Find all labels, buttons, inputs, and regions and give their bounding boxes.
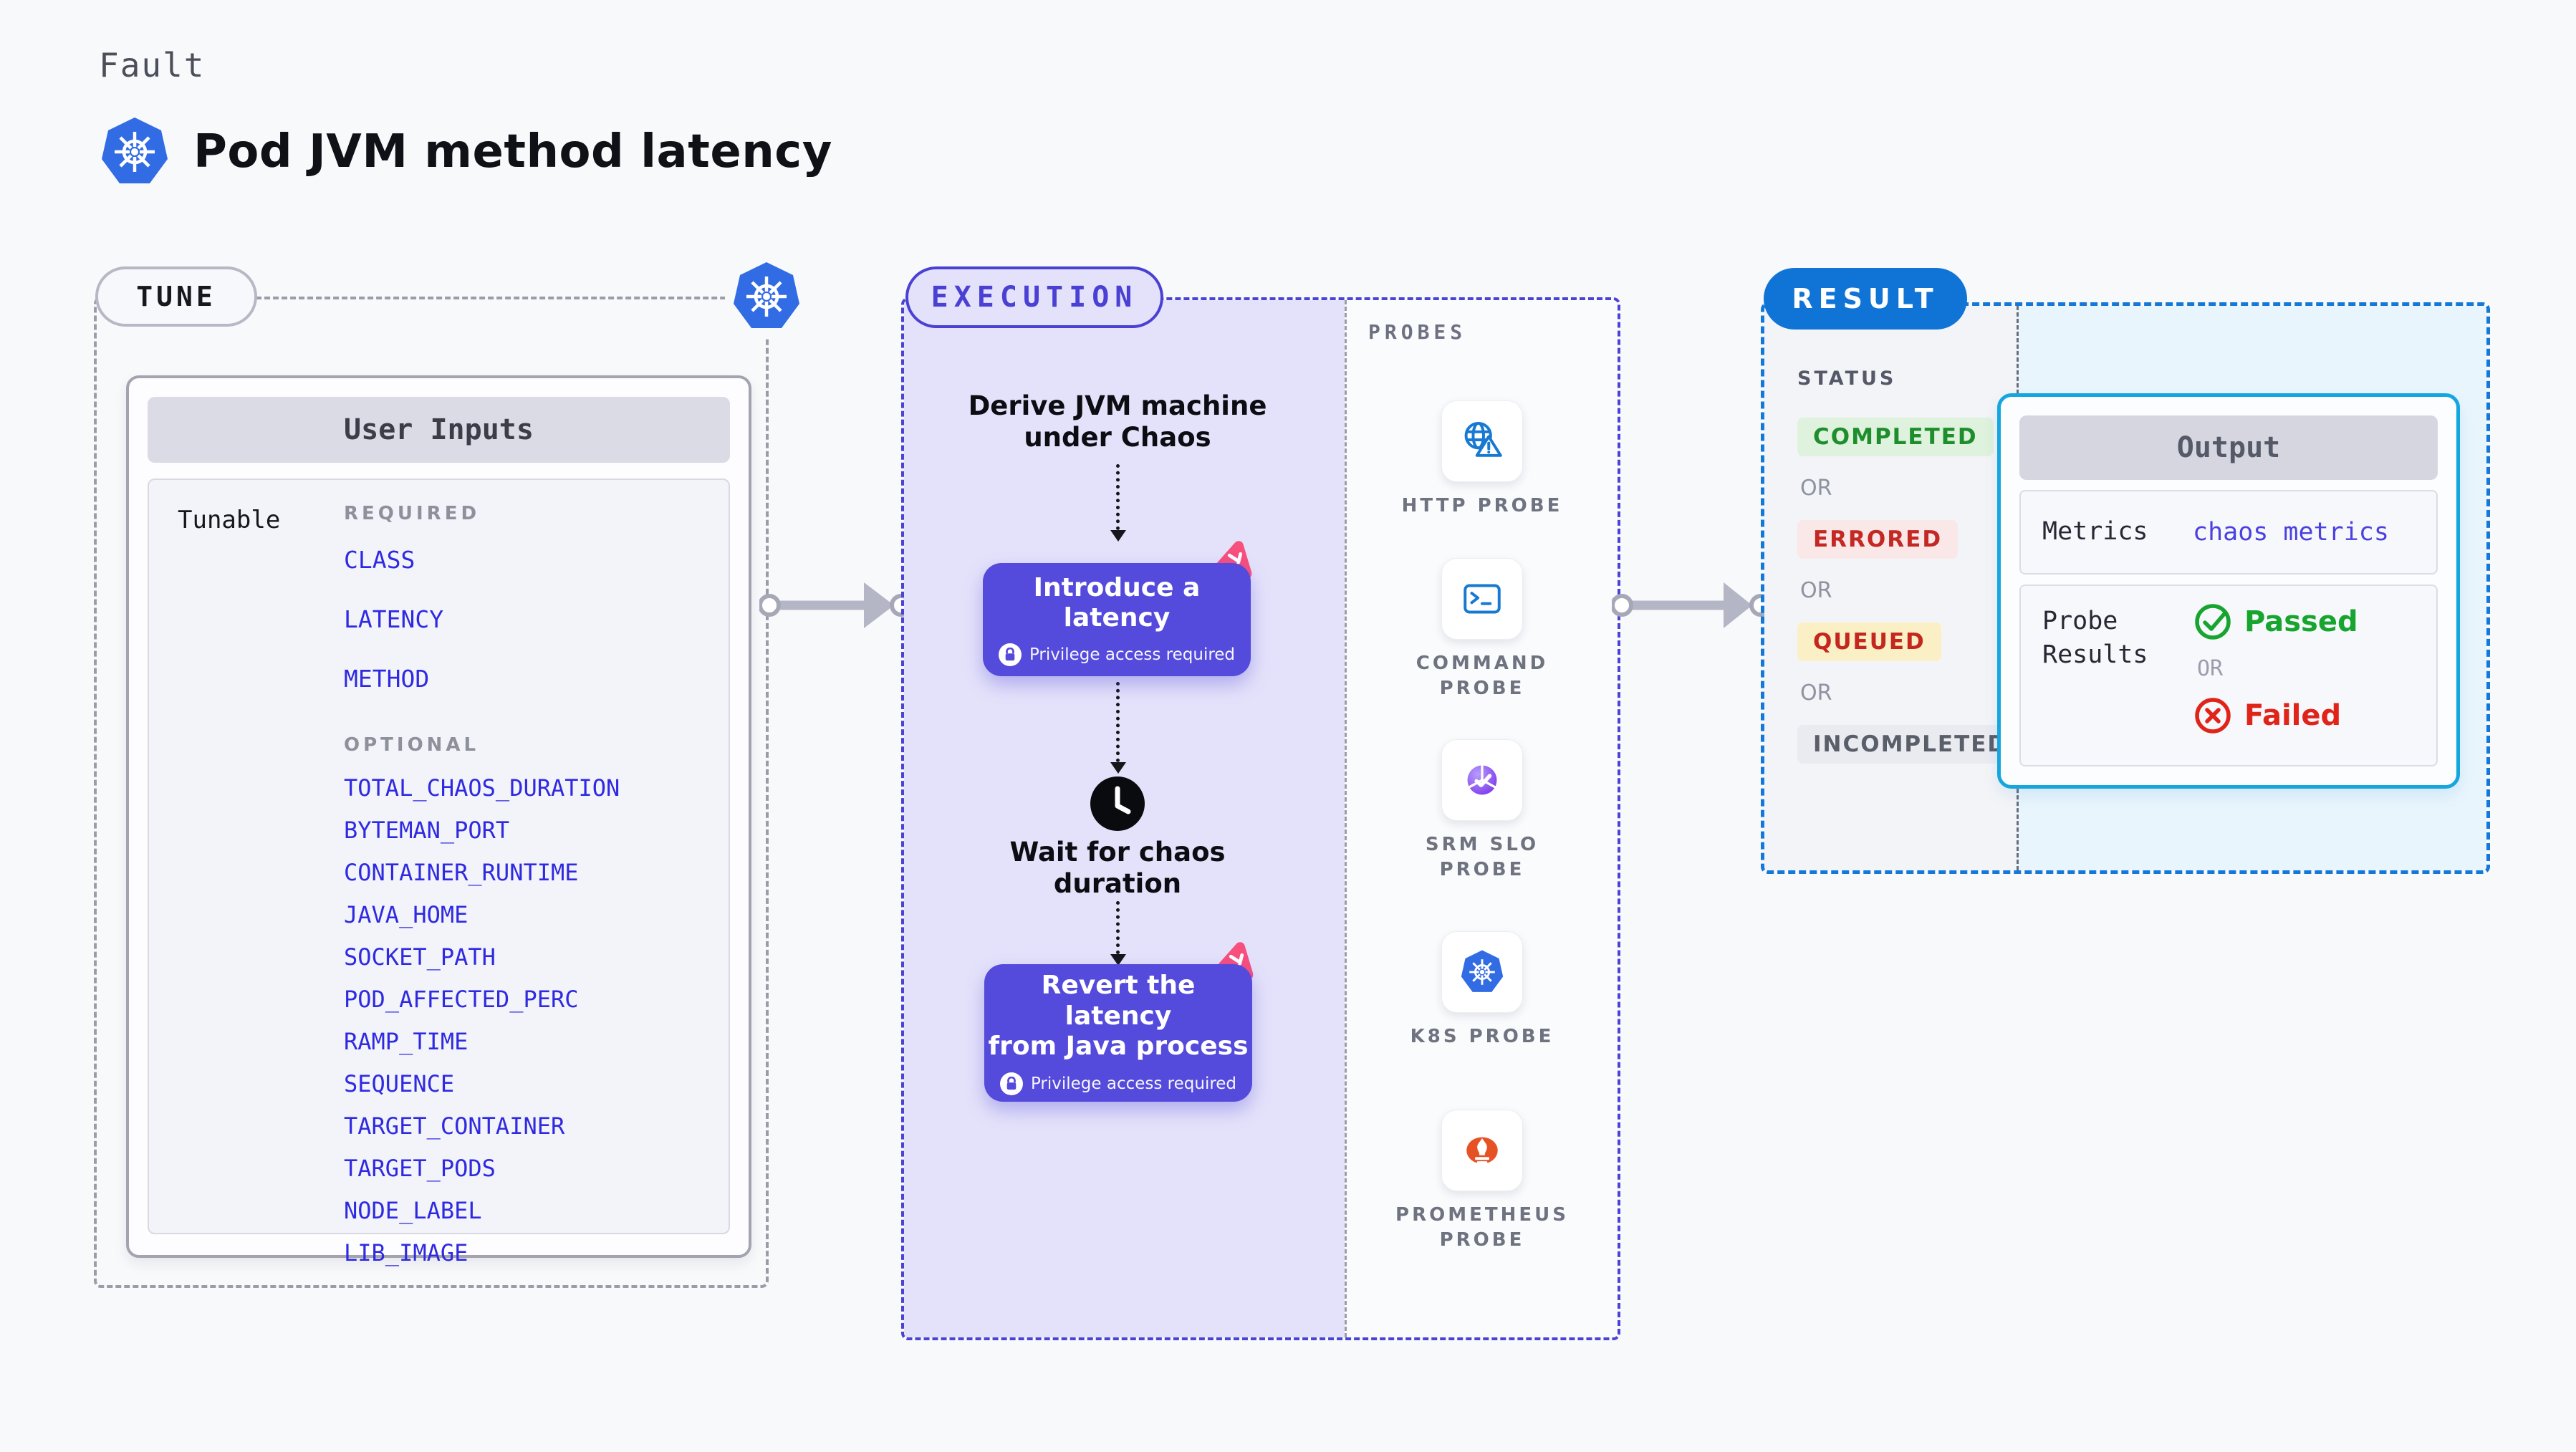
privilege-note: Privilege access required xyxy=(1030,1074,1237,1093)
passed-row: Passed xyxy=(2193,602,2358,642)
probe-label: HTTP PROBE xyxy=(1401,495,1563,516)
optional-group-label: OPTIONAL xyxy=(344,734,480,756)
status-label: STATUS xyxy=(1797,367,1897,390)
probes-label: PROBES xyxy=(1368,320,1467,344)
status-badge-queued: QUEUED xyxy=(1797,622,1941,661)
failed-label: Failed xyxy=(2244,699,2342,732)
clock-icon xyxy=(1090,776,1145,832)
probe-tile xyxy=(1441,931,1523,1013)
passed-label: Passed xyxy=(2244,605,2358,638)
x-circle-icon xyxy=(2195,698,2231,734)
required-group-label: REQUIRED xyxy=(344,503,481,524)
probe-k8s: K8S PROBE xyxy=(1347,931,1618,1049)
tunable-item: TARGET_PODS xyxy=(344,1155,496,1182)
probe-tile xyxy=(1441,739,1523,821)
tunable-item: BYTEMAN_PORT xyxy=(344,817,510,844)
revert-latency-node: Revert the latency from Java process Pri… xyxy=(984,964,1252,1102)
flow-arrow-tune-to-execution xyxy=(759,582,911,628)
privilege-note: Privilege access required xyxy=(1029,645,1236,665)
or-separator: OR xyxy=(2197,656,2224,681)
probe-srm-slo: SRM SLO PROBE xyxy=(1347,739,1618,883)
output-title: Output xyxy=(2019,415,2438,480)
tunable-item: METHOD xyxy=(344,665,430,693)
tunable-item: LATENCY xyxy=(344,605,444,633)
status-column: STATUS COMPLETED OR ERRORED OR QUEUED OR… xyxy=(1764,306,2024,870)
probe-command: COMMAND PROBE xyxy=(1347,558,1618,701)
probe-tile xyxy=(1441,558,1523,640)
user-inputs-list: Tunable REQUIRED CLASS LATENCY METHOD OP… xyxy=(148,479,730,1266)
flow-arrow-execution-to-result xyxy=(1612,582,1772,628)
metrics-label: Metrics xyxy=(2042,517,2148,547)
check-circle-icon xyxy=(2195,604,2231,640)
status-badge-errored: ERRORED xyxy=(1797,520,1959,559)
tune-section xyxy=(94,297,769,1288)
tunable-item: CLASS xyxy=(344,546,415,574)
lock-icon xyxy=(999,1072,1023,1095)
probes-panel: PROBES HTTP PROBE xyxy=(1345,300,1618,1337)
tunable-item: CONTAINER_RUNTIME xyxy=(344,859,579,886)
flow-arrowhead xyxy=(1110,762,1126,774)
derive-step-text: Derive JVM machine under Chaos xyxy=(968,390,1267,453)
flow-dotted-line xyxy=(1116,464,1120,530)
tune-pill: TUNE xyxy=(95,266,257,327)
introduce-latency-node: Introduce a latency Privilege access req… xyxy=(983,563,1251,676)
probe-label: PROMETHEUS PROBE xyxy=(1395,1204,1569,1251)
prometheus-flame-icon xyxy=(1466,1137,1498,1164)
probe-results-label: Probe Results xyxy=(2042,607,2148,670)
or-separator: OR xyxy=(1800,681,1832,706)
title-row: Pod JVM method latency xyxy=(99,115,832,189)
or-separator: OR xyxy=(1800,476,1832,501)
step-title: Revert the latency from Java process xyxy=(988,971,1249,1062)
probe-tile xyxy=(1441,1110,1523,1191)
metrics-value: chaos metrics xyxy=(2193,518,2389,547)
tunable-item: SOCKET_PATH xyxy=(344,943,496,971)
page-title: Pod JVM method latency xyxy=(193,125,832,178)
probe-tile xyxy=(1441,400,1523,482)
tune-kubernetes-badge xyxy=(725,255,808,338)
result-pill: RESULT xyxy=(1764,268,1967,330)
kubernetes-icon xyxy=(734,262,799,328)
fault-kicker: Fault xyxy=(99,46,206,85)
tunable-item: NODE_LABEL xyxy=(344,1197,482,1224)
failed-row: Failed xyxy=(2193,696,2341,736)
globe-warning-icon xyxy=(1464,421,1502,457)
probe-label: COMMAND PROBE xyxy=(1416,653,1549,700)
tunable-item: TARGET_CONTAINER xyxy=(344,1112,565,1140)
status-badge-completed: COMPLETED xyxy=(1797,418,1994,456)
tunable-item: LIB_IMAGE xyxy=(344,1239,468,1266)
user-inputs-card: User Inputs Tunable REQUIRED CLASS LATEN… xyxy=(126,375,751,1266)
tunable-item: POD_AFFECTED_PERC xyxy=(344,986,579,1013)
lock-icon xyxy=(998,643,1022,667)
probe-prometheus: PROMETHEUS PROBE xyxy=(1347,1110,1618,1253)
flow-arrowhead xyxy=(1110,954,1126,966)
step-title: Introduce a latency xyxy=(1033,572,1201,633)
flow-dotted-line xyxy=(1116,901,1120,954)
probe-label: SRM SLO PROBE xyxy=(1425,834,1539,881)
tunable-item: RAMP_TIME xyxy=(344,1028,468,1055)
flow-arrowhead xyxy=(1110,530,1126,542)
kubernetes-icon xyxy=(1461,950,1504,992)
privilege-row: Privilege access required xyxy=(999,1072,1237,1095)
user-inputs-title: User Inputs xyxy=(148,397,730,463)
flow-dotted-line xyxy=(1116,682,1120,762)
terminal-icon xyxy=(1464,584,1501,614)
tunable-label: Tunable xyxy=(178,506,281,534)
probe-label: K8S PROBE xyxy=(1410,1026,1554,1047)
tunable-item: TOTAL_CHAOS_DURATION xyxy=(344,774,620,802)
metrics-row: Metrics chaos metrics xyxy=(2019,490,2438,574)
tunable-item: JAVA_HOME xyxy=(344,901,468,928)
execution-pill: EXECUTION xyxy=(905,266,1163,328)
kubernetes-icon xyxy=(102,117,168,183)
probe-results-row: Probe Results Passed OR Failed xyxy=(2019,585,2438,766)
output-card: Output Metrics chaos metrics Probe Resul… xyxy=(1997,393,2460,789)
or-separator: OR xyxy=(1800,578,1832,603)
status-badge-incompleted: INCOMPLETED xyxy=(1797,725,2024,764)
tunable-item: SEQUENCE xyxy=(344,1070,455,1097)
probe-http: HTTP PROBE xyxy=(1347,400,1618,519)
slo-donut-check-icon xyxy=(1466,763,1498,795)
wait-step-text: Wait for chaos duration xyxy=(1009,837,1226,900)
privilege-row: Privilege access required xyxy=(998,643,1236,667)
